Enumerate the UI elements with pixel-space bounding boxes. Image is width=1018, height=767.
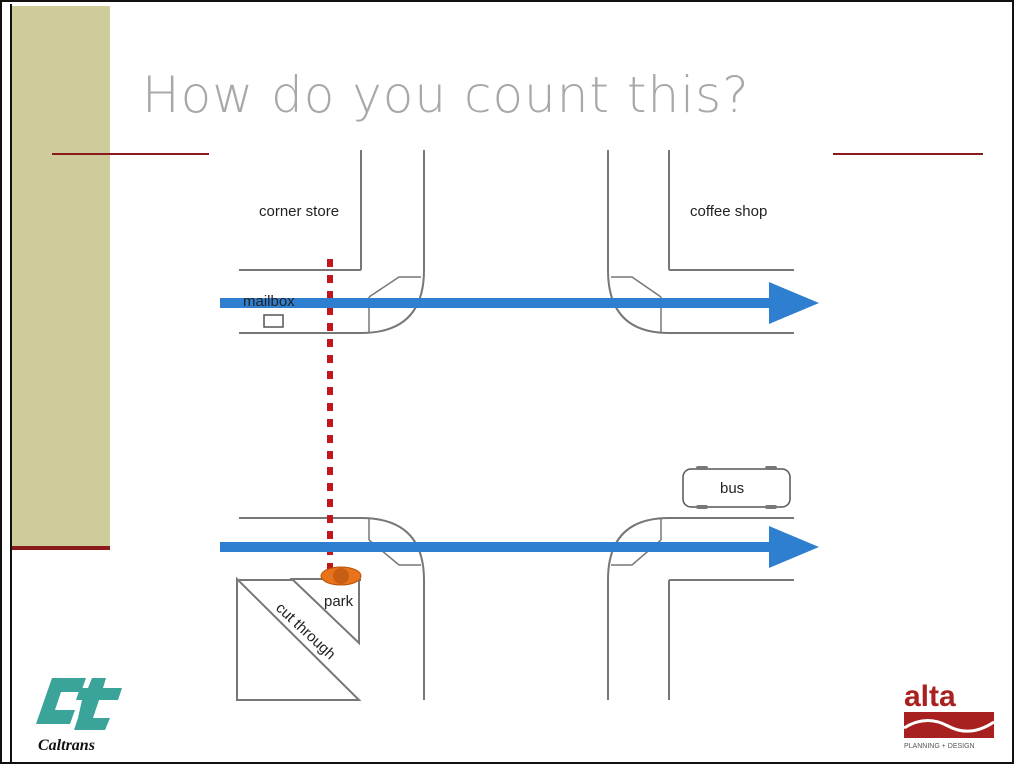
title-rule-right	[833, 153, 983, 155]
curb-ramps	[368, 276, 662, 566]
mailbox-icon	[263, 314, 284, 328]
label-bus: bus	[720, 480, 744, 497]
slide-sidebar-band	[12, 6, 110, 549]
alta-logo-wave	[903, 719, 995, 733]
title-rule-left	[52, 153, 210, 155]
curb-bottom-left-corner	[239, 517, 425, 700]
alta-logo-subtitle: PLANNING + DESIGN	[904, 743, 975, 750]
caltrans-logo-text: Caltrans	[38, 737, 95, 754]
alta-logo: alta PLANNING + DESIGN	[903, 680, 995, 750]
cut-through-triangle	[236, 576, 362, 701]
bus-wheels	[696, 466, 777, 509]
curb-lines	[239, 150, 794, 700]
label-corner-store: corner store	[259, 203, 339, 220]
bus-icon	[682, 468, 791, 508]
label-mailbox: mailbox	[243, 293, 295, 310]
pedestrian-icon	[320, 566, 362, 586]
label-coffee-shop: coffee shop	[690, 203, 767, 220]
curb-top-right-corner	[607, 150, 794, 334]
curb-top-left-corner	[239, 150, 425, 334]
caltrans-logo: Caltrans	[36, 678, 122, 754]
alta-logo-text: alta	[904, 680, 956, 713]
travel-arrow-bottom	[220, 526, 819, 568]
slide-title: How do you count this?	[142, 66, 750, 124]
caltrans-logo-mark	[36, 678, 122, 730]
travel-arrow-top	[220, 282, 819, 324]
curb-bottom-right-corner	[607, 517, 794, 700]
intersection-diagram: corner store coffee shop mailbox bus par…	[209, 125, 833, 737]
sidebar-underline	[12, 546, 110, 550]
slide-left-border	[10, 4, 12, 764]
label-park: park	[324, 593, 354, 610]
